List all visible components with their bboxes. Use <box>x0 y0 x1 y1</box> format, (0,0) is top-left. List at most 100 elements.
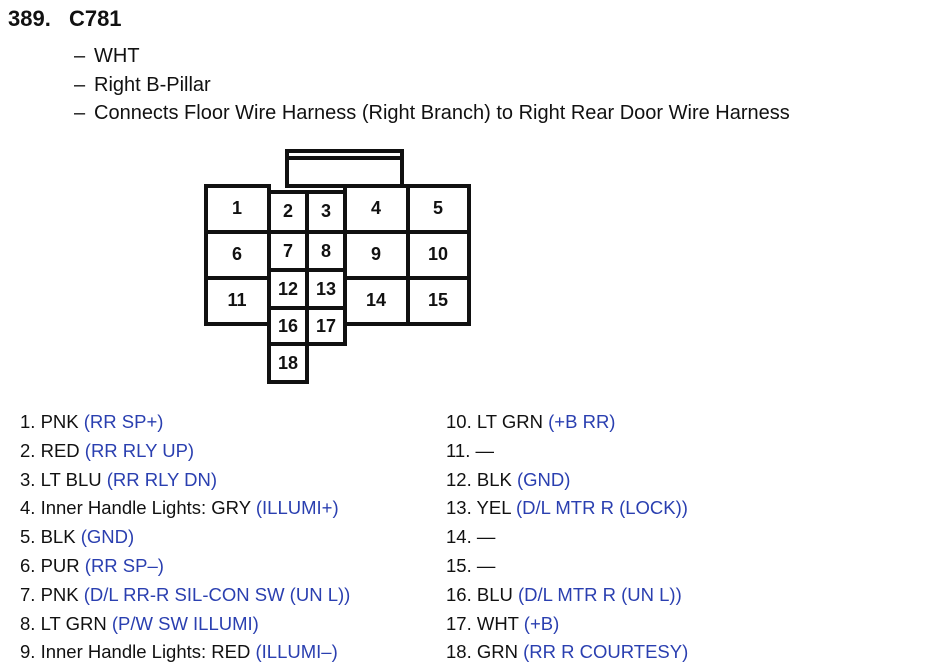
pin-entry: 4. Inner Handle Lights: GRY (ILLUMI+) <box>20 494 350 523</box>
cavity-7-label: 7 <box>283 241 293 261</box>
cavity-1-label: 1 <box>232 198 242 218</box>
pin-wire-color: Inner Handle Lights: GRY <box>40 497 251 519</box>
cavity-10-label: 10 <box>428 244 448 264</box>
detail-dash: – <box>74 45 86 67</box>
pin-signal: (D/L MTR R (UN L)) <box>518 583 682 605</box>
pin-number: 16. <box>446 583 472 605</box>
pin-number: 11. <box>446 439 471 461</box>
pin-entry: 12. BLK (GND) <box>446 466 688 495</box>
pin-signal: (RR SP+) <box>83 411 164 432</box>
pin-number: 5. <box>20 526 36 548</box>
pin-wire-color: BLK <box>476 468 512 490</box>
pin-number: 17. <box>446 612 472 634</box>
cavity-14-label: 14 <box>366 290 386 310</box>
pin-wire-color: RED <box>40 439 80 461</box>
pin-entry: 15. — <box>446 552 688 581</box>
pin-number: 13. <box>446 497 472 519</box>
pin-entry: 10. LT GRN (+B RR) <box>446 408 688 437</box>
pin-wire-color: — <box>475 439 495 461</box>
pin-wire-color: PNK <box>40 583 79 605</box>
detail-text: Right B-Pillar <box>94 73 211 96</box>
connector-face-diagram: 1 2 3 4 5 6 7 8 9 10 11 12 13 14 15 16 1… <box>204 149 471 384</box>
pin-entry: 7. PNK (D/L RR-R SIL-CON SW (UN L)) <box>20 581 350 610</box>
pin-signal: (RR RLY DN) <box>106 468 218 490</box>
pin-entry: 17. WHT (+B) <box>446 610 688 639</box>
pin-signal: (P/W SW ILLUMI) <box>111 612 259 634</box>
pin-signal: (GND) <box>80 526 135 548</box>
pin-entry: 1. PNK (RR SP+) <box>20 408 350 437</box>
cavity-11-label: 11 <box>227 290 246 310</box>
detail-location: –Right B-Pillar <box>74 71 790 100</box>
cavity-12-label: 12 <box>278 279 298 299</box>
cavity-4-label: 4 <box>371 198 381 218</box>
pin-wire-color: YEL <box>476 497 511 519</box>
pin-wire-color: — <box>476 526 496 548</box>
pin-wire-color: — <box>476 554 496 576</box>
cavity-18-cell <box>267 342 309 384</box>
pin-number: 3. <box>20 468 36 490</box>
detail-connects: –Connects Floor Wire Harness (Right Bran… <box>74 99 790 128</box>
pin-signal: (D/L RR-R SIL-CON SW (UN L)) <box>83 583 351 605</box>
pin-number: 2. <box>20 439 36 461</box>
pin-entry: 8. LT GRN (P/W SW ILLUMI) <box>20 610 350 639</box>
pin-wire-color: Inner Handle Lights: RED <box>40 641 251 663</box>
detail-dash: – <box>74 73 86 96</box>
detail-text: WHT <box>94 45 140 67</box>
pin-number: 18. <box>446 641 472 663</box>
cavity-17-label: 17 <box>316 316 336 336</box>
pin-signal: (RR SP–) <box>84 554 164 576</box>
pin-signal: (+B) <box>523 612 560 634</box>
pin-wire-color: GRN <box>476 641 518 663</box>
pin-entry: 2. RED (RR RLY UP) <box>20 437 350 466</box>
pin-entry: 6. PUR (RR SP–) <box>20 552 350 581</box>
cavity-2-label: 2 <box>283 201 293 221</box>
pin-wire-color: LT BLU <box>40 468 102 490</box>
cavity-18-label: 18 <box>278 353 298 373</box>
pin-wire-color: WHT <box>476 612 519 634</box>
pin-number: 6. <box>20 554 36 576</box>
pin-number: 7. <box>20 583 36 605</box>
cavity-9-label: 9 <box>371 244 381 264</box>
pin-wire-color: PNK <box>40 411 79 432</box>
connector-code: C781 <box>68 6 122 31</box>
cavity-16-label: 16 <box>278 316 298 336</box>
connector-heading: 389. C781 <box>8 6 122 32</box>
pin-entry: 5. BLK (GND) <box>20 523 350 552</box>
cavity-15-label: 15 <box>428 290 448 310</box>
pin-signal: (D/L MTR R (LOCK)) <box>515 497 688 519</box>
pin-entry: 16. BLU (D/L MTR R (UN L)) <box>446 581 688 610</box>
pin-wire-color: BLK <box>40 526 76 548</box>
pin-wire-color: PUR <box>40 554 80 576</box>
pin-entry: 11. — <box>446 437 688 466</box>
cavity-6-label: 6 <box>232 244 242 264</box>
pin-entry: 3. LT BLU (RR RLY DN) <box>20 466 350 495</box>
cavity-15-cell <box>406 276 471 326</box>
pin-signal: (ILLUMI–) <box>255 641 338 663</box>
pin-entry: 9. Inner Handle Lights: RED (ILLUMI–) <box>20 638 350 667</box>
pin-entry: 13. YEL (D/L MTR R (LOCK)) <box>446 494 688 523</box>
cavity-13-label: 13 <box>316 279 336 299</box>
pin-list-left: 1. PNK (RR SP+) 2. RED (RR RLY UP) 3. LT… <box>20 408 350 667</box>
pin-entry: 18. GRN (RR R COURTESY) <box>446 638 688 667</box>
pin-number: 8. <box>20 612 36 634</box>
cavity-8-label: 8 <box>321 241 331 261</box>
cavity-3-label: 3 <box>321 201 331 221</box>
connector-details: –WHT –Right B-Pillar –Connects Floor Wir… <box>74 42 790 128</box>
pin-signal: (GND) <box>516 468 571 490</box>
detail-text: Connects Floor Wire Harness (Right Branc… <box>94 102 790 124</box>
detail-dash: – <box>74 102 86 124</box>
pin-wire-color: BLU <box>476 583 513 605</box>
pin-wire-color: LT GRN <box>476 411 543 432</box>
pin-number: 14. <box>446 526 472 548</box>
pin-signal: (+B RR) <box>548 411 616 432</box>
pin-number: 9. <box>20 641 36 663</box>
pin-signal: (RR RLY UP) <box>84 439 195 461</box>
pin-number: 12. <box>446 468 472 490</box>
pin-number: 10. <box>446 411 472 432</box>
detail-color: –WHT <box>74 42 790 71</box>
pin-number: 15. <box>446 554 472 576</box>
pin-entry: 14. — <box>446 523 688 552</box>
pin-signal: (RR R COURTESY) <box>523 641 689 663</box>
pin-number: 4. <box>20 497 36 519</box>
pin-number: 1. <box>20 411 36 432</box>
